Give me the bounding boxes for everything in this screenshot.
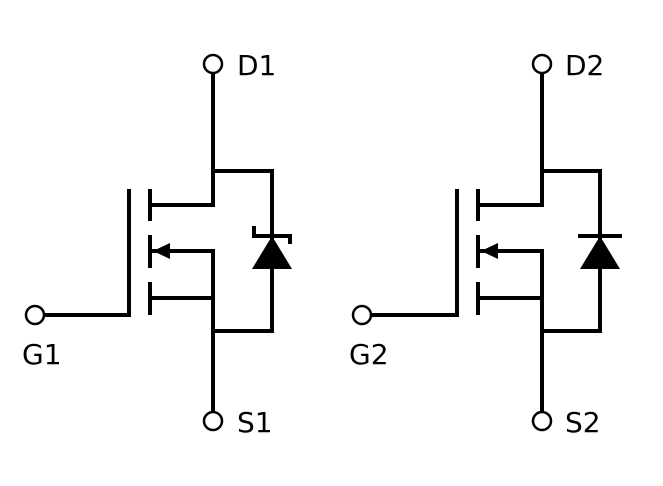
source-label-q1: S1: [237, 406, 273, 439]
drain-label-q2: D2: [565, 49, 604, 82]
drain-pin-q2: [531, 53, 553, 75]
source-label-q2: S2: [565, 406, 601, 439]
source-pin-q2: [531, 410, 553, 432]
mosfet-q2: D2 G2 S2: [349, 49, 622, 439]
zener-cathode-q1: [252, 226, 292, 244]
drain-pin-q1: [202, 53, 224, 75]
drain-label-q1: D1: [237, 49, 276, 82]
gate-pin-q1: [24, 304, 46, 326]
source-pin-q1: [202, 410, 224, 432]
body-arrow-q1: [153, 243, 170, 259]
gate-label-q2: G2: [349, 338, 389, 371]
gate-label-q1: G1: [22, 338, 62, 371]
diode-q2: [580, 236, 620, 269]
gate-pin-q2: [351, 304, 373, 326]
zener-diode-q1: [252, 236, 292, 269]
mosfet-q1: D1 G1 S1: [22, 49, 292, 439]
body-arrow-q2: [481, 243, 498, 259]
